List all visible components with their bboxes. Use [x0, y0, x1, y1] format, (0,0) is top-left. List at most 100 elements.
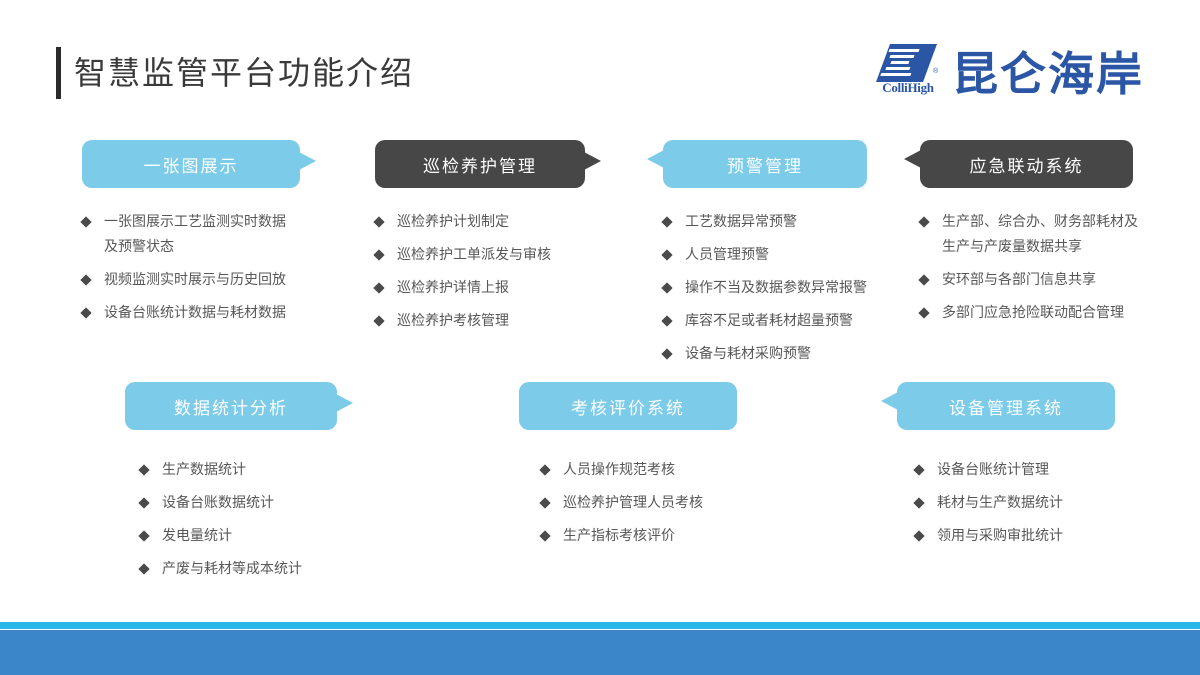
list-item: 设备台账数据统计 — [138, 491, 375, 516]
footer-bar — [0, 630, 1200, 675]
list-item: 巡检养护计划制定 — [373, 210, 625, 235]
pill-tail-left-icon — [647, 150, 664, 168]
list-item: 设备台账统计数据与耗材数据 — [80, 301, 357, 326]
list-item-text: 产废与耗材等成本统计 — [162, 562, 302, 577]
list-item-text: 巡检养护考核管理 — [397, 314, 509, 329]
list-item: 多部门应急抢险联动配合管理 — [918, 301, 1150, 326]
list-item: 巡检养护工单派发与审核 — [373, 243, 625, 268]
slide-header: 智慧监管平台功能介绍 ® ColliHigh 昆仑海岸 — [0, 0, 1200, 120]
card-title-pill-4[interactable]: 应急联动系统 — [904, 140, 1133, 188]
card-title-6: 考核评价系统 — [571, 398, 685, 418]
feature-card-5[interactable]: 数据统计分析 生产数据统计 设备台账数据统计 发电量统计 产废与耗材等成本统计 — [125, 382, 375, 590]
list-item: 工艺数据异常预警 — [661, 210, 933, 235]
list-item-text: 耗材与生产数据统计 — [937, 496, 1063, 511]
list-item: 巡检养护详情上报 — [373, 276, 625, 301]
feature-card-7[interactable]: 设备管理系统 设备台账统计管理 耗材与生产数据统计 领用与采购审批统计 — [881, 382, 1147, 557]
collihigh-logo-mark — [876, 42, 938, 98]
logo-wordmark-en: ColliHigh — [882, 80, 934, 95]
pill-tail-right-icon — [336, 394, 353, 412]
diamond-bullet-icon — [138, 497, 150, 509]
diamond-bullet-icon — [138, 464, 150, 476]
list-item: 耗材与生产数据统计 — [913, 491, 1147, 516]
list-item: 设备台账统计管理 — [913, 458, 1147, 483]
diamond-bullet-icon — [373, 216, 385, 228]
list-item-text-line2: 生产与产废量数据共享 — [942, 240, 1082, 255]
diamond-bullet-icon — [80, 274, 92, 286]
feature-card-4[interactable]: 应急联动系统 生产部、综合办、财务部耗材及 生产与产废量数据共享 安环部与各部门… — [904, 140, 1150, 334]
card-bullet-list-3: 工艺数据异常预警 人员管理预警 操作不当及数据参数异常报警 库容不足或者耗材超量… — [661, 210, 933, 367]
list-item-text: 巡检养护管理人员考核 — [563, 496, 703, 511]
card-title-2: 巡检养护管理 — [423, 156, 537, 176]
diamond-bullet-icon — [913, 530, 925, 542]
list-item: 一张图展示工艺监测实时数据 及预警状态 — [80, 210, 357, 260]
card-title-pill-2[interactable]: 巡检养护管理 — [375, 140, 601, 188]
list-item-text: 设备台账统计数据与耗材数据 — [104, 306, 286, 321]
list-item: 巡检养护管理人员考核 — [539, 491, 769, 516]
title-accent-bar — [56, 47, 61, 99]
feature-card-1[interactable]: 一张图展示 一张图展示工艺监测实时数据 及预警状态 视频监测实时展示与历史回放 … — [80, 140, 357, 334]
list-item-text: 工艺数据异常预警 — [685, 215, 797, 230]
page-title: 智慧监管平台功能介绍 — [74, 55, 415, 91]
card-title-pill-6[interactable]: 考核评价系统 — [519, 382, 737, 430]
list-item-text: 人员管理预警 — [685, 248, 769, 263]
diamond-bullet-icon — [918, 274, 930, 286]
diamond-bullet-icon — [913, 497, 925, 509]
list-item: 库容不足或者耗材超量预警 — [661, 309, 933, 334]
diamond-bullet-icon — [661, 216, 673, 228]
pill-tail-left-icon — [881, 392, 898, 410]
card-title-5: 数据统计分析 — [174, 398, 288, 418]
list-item-text: 操作不当及数据参数异常报警 — [685, 281, 867, 296]
list-item: 操作不当及数据参数异常报警 — [661, 276, 933, 301]
pill-tail-right-icon — [299, 152, 316, 170]
list-item-text: 生产指标考核评价 — [563, 529, 675, 544]
card-title-3: 预警管理 — [727, 156, 803, 176]
diamond-bullet-icon — [138, 530, 150, 542]
list-item: 设备与耗材采购预警 — [661, 342, 933, 367]
list-item-text: 视频监测实时展示与历史回放 — [104, 273, 286, 288]
diamond-bullet-icon — [661, 282, 673, 294]
list-item-text-line2: 及预警状态 — [104, 240, 174, 255]
list-item: 生产数据统计 — [138, 458, 375, 483]
footer-accent-stripe — [0, 622, 1200, 629]
list-item: 生产部、综合办、财务部耗材及 生产与产废量数据共享 — [918, 210, 1150, 260]
pill-tail-left-icon — [904, 150, 921, 168]
list-item: 视频监测实时展示与历史回放 — [80, 268, 357, 293]
list-item: 人员操作规范考核 — [539, 458, 769, 483]
list-item-text: 多部门应急抢险联动配合管理 — [942, 306, 1124, 321]
diamond-bullet-icon — [539, 530, 551, 542]
diamond-bullet-icon — [539, 464, 551, 476]
diamond-bullet-icon — [918, 216, 930, 228]
diamond-bullet-icon — [918, 307, 930, 319]
pill-tail-right-icon — [584, 152, 601, 170]
card-title-4: 应急联动系统 — [969, 156, 1084, 176]
diamond-bullet-icon — [539, 497, 551, 509]
diamond-bullet-icon — [661, 315, 673, 327]
feature-card-3[interactable]: 预警管理 工艺数据异常预警 人员管理预警 操作不当及数据参数异常报警 库容不足或… — [647, 140, 933, 375]
diamond-bullet-icon — [661, 249, 673, 261]
list-item: 发电量统计 — [138, 524, 375, 549]
diamond-bullet-icon — [373, 249, 385, 261]
card-title-pill-1[interactable]: 一张图展示 — [82, 140, 316, 188]
list-item-text: 设备台账统计管理 — [937, 463, 1049, 478]
diamond-bullet-icon — [373, 282, 385, 294]
diamond-bullet-icon — [138, 563, 150, 575]
list-item: 安环部与各部门信息共享 — [918, 268, 1150, 293]
card-title-pill-5[interactable]: 数据统计分析 — [125, 382, 353, 430]
feature-card-2[interactable]: 巡检养护管理 巡检养护计划制定 巡检养护工单派发与审核 巡检养护详情上报 巡检养… — [373, 140, 625, 342]
list-item-text: 库容不足或者耗材超量预警 — [685, 314, 853, 329]
diamond-bullet-icon — [373, 315, 385, 327]
list-item-text: 巡检养护工单派发与审核 — [397, 248, 551, 263]
list-item-text: 生产部、综合办、财务部耗材及 — [942, 215, 1138, 230]
list-item-text: 巡检养护详情上报 — [397, 281, 509, 296]
diamond-bullet-icon — [80, 216, 92, 228]
list-item: 领用与采购审批统计 — [913, 524, 1147, 549]
card-title-pill-3[interactable]: 预警管理 — [647, 140, 867, 188]
feature-card-6[interactable]: 考核评价系统 人员操作规范考核 巡检养护管理人员考核 生产指标考核评价 — [519, 382, 769, 557]
card-title-pill-7[interactable]: 设备管理系统 — [881, 382, 1115, 430]
diamond-bullet-icon — [913, 464, 925, 476]
card-bullet-list-2: 巡检养护计划制定 巡检养护工单派发与审核 巡检养护详情上报 巡检养护考核管理 — [373, 210, 625, 334]
registered-mark-icon: ® — [933, 68, 939, 75]
list-item-text: 一张图展示工艺监测实时数据 — [104, 215, 286, 230]
card-title-7: 设备管理系统 — [949, 398, 1063, 418]
